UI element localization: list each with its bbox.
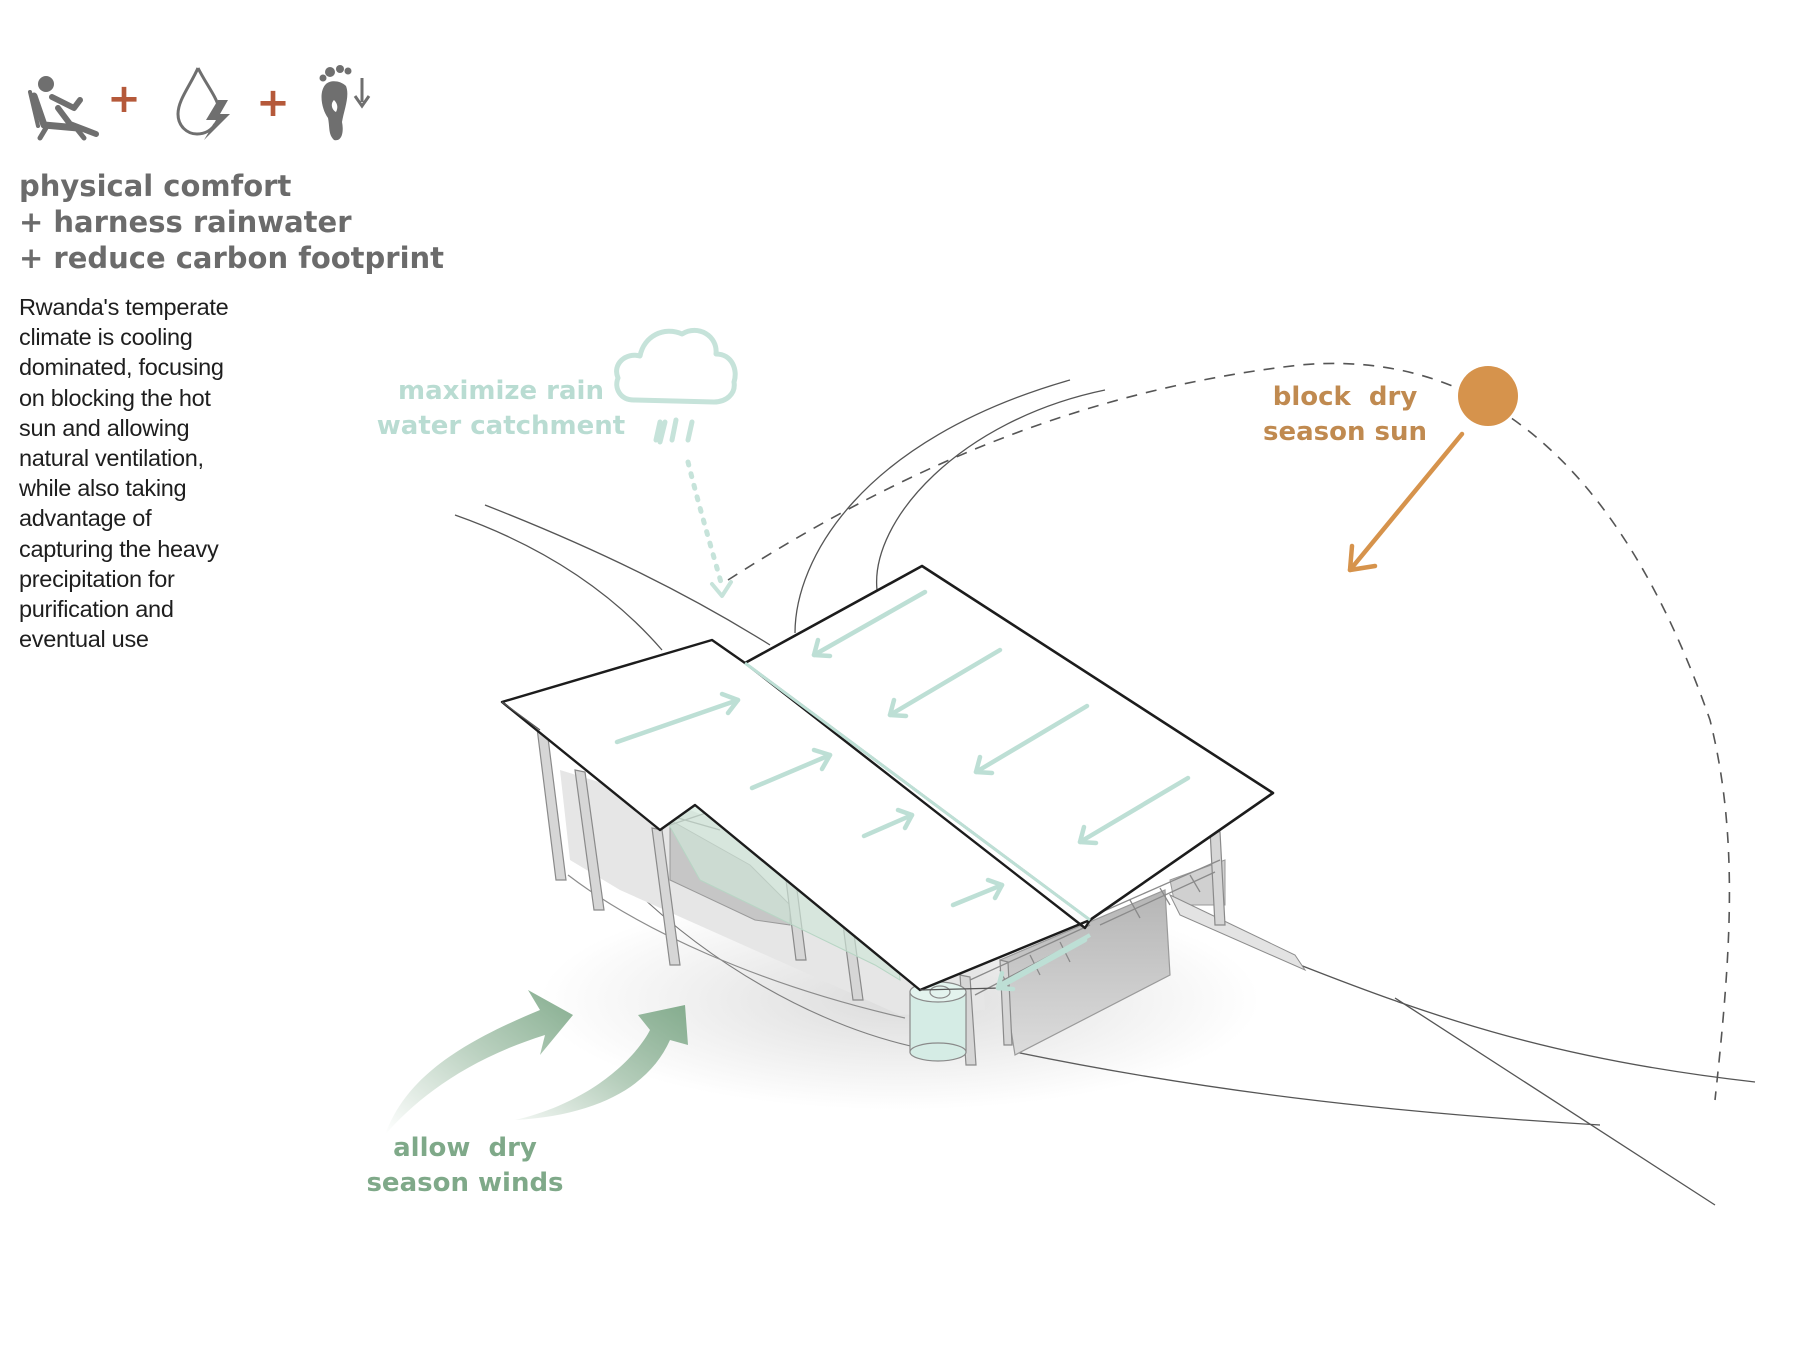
roof-flow-arrow bbox=[995, 937, 1088, 992]
description-text: Rwanda's temperate climate is cooling do… bbox=[19, 292, 259, 654]
site-line bbox=[1299, 964, 1756, 1083]
label-line: season winds bbox=[366, 1168, 564, 1198]
water-tank bbox=[909, 981, 967, 1062]
description-line: dominated, focusing bbox=[19, 354, 224, 381]
label-line: season sun bbox=[1262, 417, 1428, 447]
roof-flow-arrow bbox=[861, 807, 915, 839]
description-line: sun and allowing bbox=[19, 414, 190, 441]
wind-arrow bbox=[515, 1005, 688, 1120]
site-line bbox=[1394, 997, 1716, 1206]
roof-flow-arrow bbox=[973, 703, 1090, 776]
roof-flow-arrow bbox=[614, 691, 741, 745]
description-line: advantage of bbox=[19, 505, 152, 532]
heading-line: + harness rainwater bbox=[19, 205, 352, 239]
description-line: purification and bbox=[19, 596, 174, 623]
roof-flow-arrow bbox=[950, 877, 1005, 908]
description-line: on blocking the hot bbox=[19, 384, 211, 411]
description-line: eventual use bbox=[19, 626, 149, 653]
plus-sign: + bbox=[107, 76, 141, 122]
description-line: natural ventilation, bbox=[19, 445, 204, 472]
description-line: while also taking bbox=[19, 475, 187, 502]
label-line: block dry bbox=[1272, 382, 1418, 412]
roof-edge-line bbox=[501, 701, 1001, 991]
description-line: climate is cooling bbox=[19, 324, 193, 351]
wind-arrow bbox=[385, 990, 573, 1135]
strategy-heading: physical comfort + harness rainwater + r… bbox=[19, 168, 444, 276]
roof-flow-arrow bbox=[749, 747, 833, 791]
site-line bbox=[454, 514, 663, 651]
building bbox=[500, 564, 1307, 1066]
roof-flow-arrow bbox=[1077, 775, 1191, 846]
heading-line: physical comfort bbox=[19, 169, 292, 203]
footprint-down-icon bbox=[319, 65, 371, 141]
roof-flow-arrow bbox=[887, 647, 1003, 719]
roof-flow-arrows bbox=[614, 589, 1191, 992]
roof-gutter bbox=[744, 661, 1091, 922]
description-line: precipitation for bbox=[19, 565, 175, 592]
description-line: Rwanda's temperate bbox=[19, 294, 229, 320]
sun-icon bbox=[1458, 366, 1518, 426]
sun-ray-arrow bbox=[1347, 431, 1465, 573]
heading-line: + reduce carbon footprint bbox=[19, 241, 445, 275]
wind-path-curve bbox=[876, 389, 1106, 591]
description-line: capturing the heavy bbox=[19, 535, 219, 562]
allow-winds-label: allow dry season winds bbox=[360, 1131, 570, 1201]
site-line bbox=[484, 504, 771, 646]
rain-cloud-icon bbox=[614, 327, 738, 445]
roof-flow-arrow bbox=[811, 589, 928, 659]
ramp bbox=[1168, 893, 1307, 972]
rain-catchment-label: maximize rain water catchment bbox=[376, 374, 626, 444]
wind-path-curve bbox=[794, 379, 1071, 634]
label-line: water catchment bbox=[376, 411, 626, 441]
block-sun-label: block dry season sun bbox=[1255, 380, 1435, 450]
rain-drop-arrow bbox=[685, 459, 733, 598]
reclining-chair-icon bbox=[28, 76, 99, 141]
label-line: maximize rain bbox=[398, 376, 604, 406]
water-drop-lightning-icon bbox=[176, 67, 230, 140]
plus-sign: + bbox=[256, 80, 290, 126]
label-line: allow dry bbox=[393, 1133, 537, 1163]
sun-path-arc bbox=[727, 362, 1731, 1101]
